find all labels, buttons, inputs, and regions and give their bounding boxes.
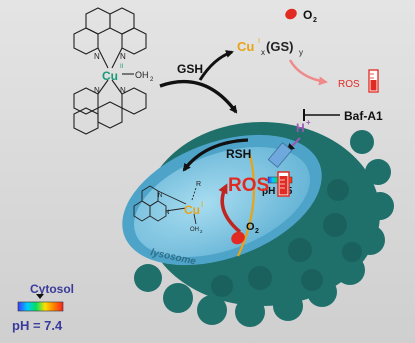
o2-top-label: O (303, 8, 312, 22)
o2-inner: O 2 (231, 221, 259, 245)
ros-top-label: ROS (338, 79, 360, 90)
o2-top: O 2 (285, 8, 317, 24)
cu-i-complex (133, 185, 197, 225)
cu-ii-labels: Cu II OH 2 N N N N (94, 52, 154, 95)
proton-plus: + (306, 118, 311, 127)
cu-ii-n1: N (94, 52, 100, 61)
cu-ii-ligand: OH (135, 70, 149, 80)
rsh-label: RSH (226, 147, 251, 161)
ros-top: ROS (338, 69, 379, 93)
proton-arrow (286, 137, 301, 152)
product-x: x (261, 48, 265, 57)
cytosol-ph: pH = 7.4 (12, 318, 63, 333)
cu-i-n2: N (158, 193, 162, 199)
cu-ii-oxidation: II (120, 64, 124, 70)
cu-i-metal: Cu (184, 203, 200, 217)
rsh-curve-arrow (182, 138, 249, 172)
proton-h: H (296, 121, 305, 135)
proton-channel (267, 142, 293, 168)
cu-ii-ligand-sub: 2 (150, 77, 154, 83)
ros-inner-label: ROS (228, 175, 269, 196)
ros-inner-arrow (218, 183, 242, 234)
baf-label: Baf-A1 (344, 109, 383, 123)
ros-inner: ROS (228, 171, 290, 197)
cu-ii-metal: Cu (102, 69, 118, 83)
cu-i-n1: N (165, 210, 169, 216)
cu-i-ligand-sub: 2 (200, 229, 203, 234)
cu-ii-n2: N (120, 52, 126, 61)
cu-gs-product: Cu I x (GS) y (237, 38, 303, 57)
o2-top-sub: 2 (313, 17, 317, 24)
cu-i-labels: Cu I R OH 2 N N (158, 181, 203, 234)
gsh-label: GSH (177, 62, 203, 76)
cytosol-legend: Cytosol pH = 7.4 (12, 282, 74, 333)
lysosome-rim (237, 154, 256, 257)
cu-i-r: R (196, 181, 201, 188)
lysosome-surface-bumps (211, 179, 362, 297)
cu-ii-complex (73, 7, 147, 135)
o2-inner-sub: 2 (255, 228, 259, 235)
gsh-reaction: GSH (159, 50, 238, 114)
proton-pump: H + Baf-A1 (267, 109, 383, 168)
product-y: y (299, 48, 303, 57)
product-cu-sup: I (258, 38, 260, 45)
rsh-reaction: RSH (182, 138, 251, 172)
product-cu: Cu (237, 39, 254, 54)
cu-ii-n4: N (120, 86, 126, 95)
product-gs: (GS) (266, 39, 293, 54)
o2-inner-label: O (246, 221, 255, 233)
cu-i-oxidation: I (201, 200, 203, 209)
o2-top-drop (285, 8, 297, 20)
o2-inner-drop (231, 231, 245, 245)
cytosol-label: Cytosol (30, 282, 74, 296)
cu-i-ligand: OH (190, 227, 199, 233)
gsh-curve-arrow (159, 79, 238, 114)
ros-top-arrow (288, 59, 328, 86)
cytosol-ph-bar (17, 301, 64, 312)
cu-ii-n3: N (94, 86, 100, 95)
